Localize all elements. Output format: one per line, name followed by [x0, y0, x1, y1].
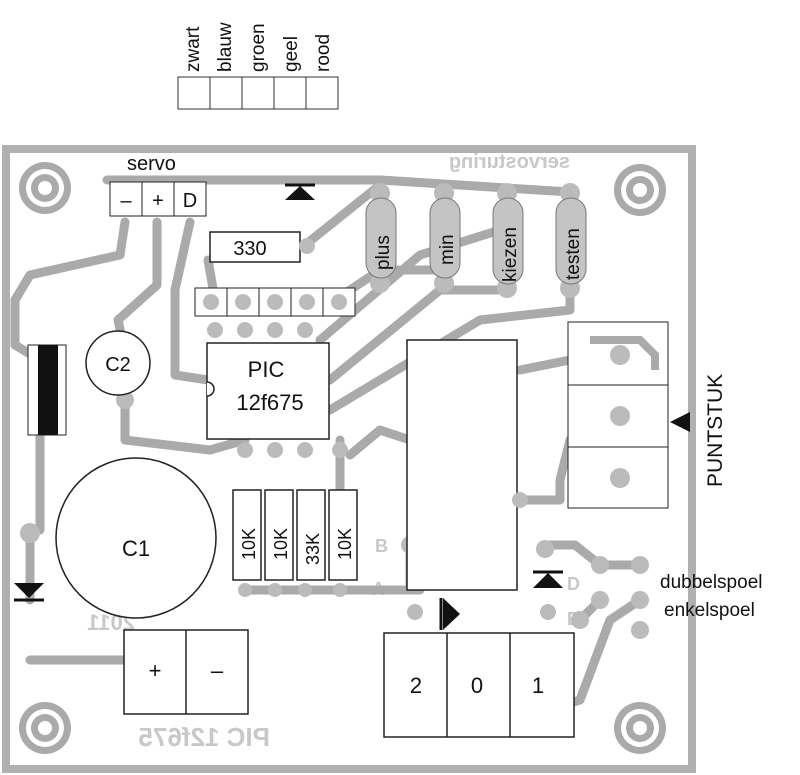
- mode-switch: 2 0 1: [383, 604, 575, 738]
- resistor-r2: 10K: [264, 489, 294, 581]
- button-testen-label: testen: [563, 228, 584, 280]
- power-terminal-minus: –: [211, 658, 224, 683]
- servo-connector: servo – + D: [109, 153, 207, 217]
- wire-color-groen: groen: [248, 23, 269, 72]
- pin-header-row: [194, 287, 356, 317]
- button-plus-label: plus: [373, 235, 394, 270]
- servo-label: servo: [127, 153, 176, 175]
- wire-slot-blauw: [209, 76, 243, 110]
- ghost-text-top: servosturing: [449, 151, 570, 173]
- resistor-r4-label: 10K: [335, 528, 355, 560]
- servo-pin-d: D: [183, 190, 197, 212]
- resistor-r1: 10K: [232, 489, 262, 581]
- button-plus[interactable]: plus: [365, 183, 397, 293]
- pic-label-line1: PIC: [248, 357, 285, 382]
- switch-position-0: 0: [471, 673, 483, 698]
- servo-pin-plus: +: [152, 190, 164, 212]
- wire-color-geel: geel: [281, 36, 302, 72]
- dubbelspoel-label: dubbelspoel: [660, 572, 762, 593]
- wire-slot-geel: [273, 76, 307, 110]
- mounting-hole-top-right: [614, 164, 666, 216]
- relay: [401, 339, 528, 591]
- resistor-330: 330: [209, 231, 315, 263]
- enkelspoel-label: enkelspoel: [664, 600, 755, 621]
- ghost-text-pic: PIC 12f675: [138, 722, 270, 752]
- button-testen[interactable]: testen: [555, 183, 587, 298]
- resistor-r1-label: 10K: [239, 528, 259, 560]
- wire-slot-groen: [241, 76, 275, 110]
- puntstuk-label: PUNTSTUK: [704, 374, 727, 487]
- diode-right: [533, 570, 563, 588]
- resistor-r4: 10K: [328, 489, 358, 581]
- diode-switch: [439, 598, 460, 630]
- resistor-r2-label: 10K: [271, 528, 291, 560]
- pic-label-line2: 12f675: [236, 390, 303, 415]
- voltage-regulator: [27, 344, 67, 436]
- puntstuk-connector: PUNTSTUK: [567, 321, 727, 509]
- diode-left: [14, 583, 44, 602]
- servo-pin-plus-box: [141, 181, 175, 217]
- button-kiezen[interactable]: kiezen: [492, 183, 524, 298]
- resistor-bank: 10K 10K 33K 10K: [232, 489, 358, 597]
- mounting-hole-top-left: [19, 162, 71, 214]
- relay-body: [406, 339, 518, 591]
- switch-position-2: 2: [410, 673, 422, 698]
- switch-position-1: 1: [532, 673, 544, 698]
- wire-slot-zwart: [177, 76, 211, 110]
- power-terminal: + –: [123, 629, 249, 715]
- resistor-330-label: 330: [233, 238, 266, 260]
- button-min[interactable]: min: [429, 183, 461, 293]
- pic-body: [206, 342, 330, 440]
- resistor-r3-label: 33K: [303, 533, 323, 565]
- servo-pin-minus: –: [120, 190, 132, 212]
- ghost-text-d: D: [567, 574, 580, 594]
- wire-color-zwart: zwart: [183, 26, 204, 72]
- ghost-text-b: B: [375, 536, 388, 556]
- capacitor-c2-body: [85, 330, 151, 396]
- button-kiezen-label: kiezen: [500, 227, 521, 282]
- servo-pin-minus-box: [109, 181, 143, 217]
- pic-ic: PIC 12f675: [206, 322, 348, 458]
- coil-selector-pads: dubbelspoel enkelspoel: [536, 540, 762, 639]
- capacitor-c1: C1: [20, 457, 217, 619]
- diode-top: [285, 183, 315, 200]
- capacitor-c1-label: C1: [122, 536, 150, 561]
- mounting-hole-bottom-right: [614, 702, 666, 754]
- resistor-r3: 33K: [296, 489, 326, 581]
- button-min-label: min: [437, 234, 458, 265]
- puntstuk-arrow-icon: [670, 412, 690, 432]
- wire-color-legend: zwart blauw groen geel rood: [177, 22, 339, 110]
- power-terminal-plus: +: [149, 658, 162, 683]
- mounting-hole-bottom-left: [19, 702, 71, 754]
- wire-color-blauw: blauw: [215, 22, 236, 72]
- wire-color-rood: rood: [313, 34, 334, 72]
- capacitor-c2-label: C2: [105, 354, 131, 376]
- wire-slot-rood: [305, 76, 339, 110]
- capacitor-c2: C2: [85, 330, 151, 409]
- capacitor-c1-body: [55, 457, 217, 619]
- servo-pin-d-box: [173, 181, 207, 217]
